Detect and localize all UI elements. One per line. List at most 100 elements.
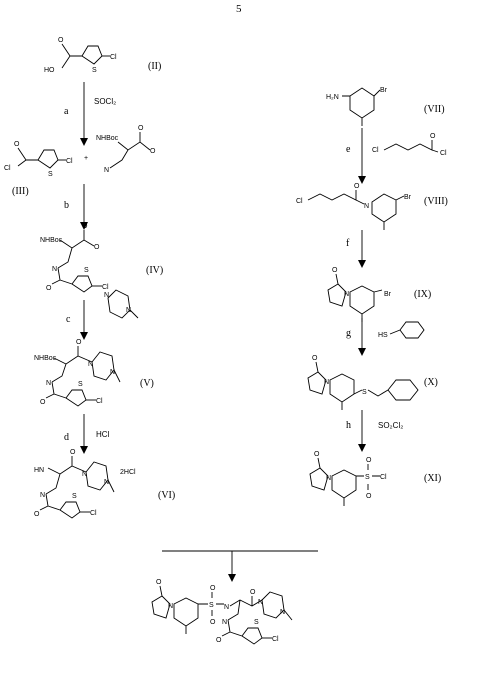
atom-o: O (14, 141, 20, 148)
atom-n: N (222, 619, 227, 626)
compound-label-x: (X) (424, 377, 438, 388)
atom-n: N (52, 266, 57, 273)
compound-11-structure: O N S O O Cl (309, 451, 387, 506)
atom-cl: Cl (380, 474, 387, 481)
atom-o: O (312, 355, 318, 362)
atom-n: N (104, 479, 109, 486)
compound-8-structure: Cl O N Br (296, 183, 412, 230)
atom-nhboc: NHBoc (96, 135, 119, 142)
atom-cl: Cl (90, 510, 97, 517)
atom-ho: HO (44, 67, 55, 74)
atom-o: O (70, 449, 76, 456)
atom-n: N (46, 380, 51, 387)
atom-n: N (168, 603, 173, 610)
final-product-structure: O N S O O N O N N N O S Cl (151, 579, 293, 645)
atom-n: N (88, 361, 93, 368)
chlorobutyryl-chloride-reagent: Cl O Cl (372, 133, 447, 157)
atom-hs: HS (378, 332, 388, 339)
atom-h2n: H₂N (326, 94, 339, 101)
atom-o: O (156, 579, 162, 586)
atom-n: N (224, 604, 229, 611)
atom-o: O (76, 339, 82, 346)
compound-6-structure: HN O N N N O S Cl 2HCl (34, 449, 136, 519)
atom-n: N (280, 609, 285, 616)
atom-n: N (324, 379, 329, 386)
compound-label-vi: (VI) (158, 490, 175, 501)
compound-label-viii: (VIII) (424, 196, 448, 207)
atom-s: S (209, 602, 214, 609)
compound-label-ix: (IX) (414, 289, 431, 300)
step-label-h: h (346, 420, 351, 431)
atom-cl: Cl (66, 158, 73, 165)
atom-n: N (110, 369, 115, 376)
atom-n: N (82, 471, 87, 478)
convergence-line (162, 550, 318, 582)
atom-o: O (430, 133, 436, 140)
compound-label-ii: (II) (148, 61, 161, 72)
salt-2hcl: 2HCl (120, 469, 136, 476)
atom-cl: Cl (110, 54, 117, 61)
atom-br: Br (404, 194, 412, 201)
reagent-a: SOCl₂ (94, 97, 116, 106)
atom-o: O (82, 223, 88, 230)
compound-3-structure: O Cl S Cl (4, 141, 73, 178)
step-label-g: g (346, 328, 351, 339)
atom-nhboc: NHBoc (34, 355, 57, 362)
atom-o: O (210, 585, 216, 592)
compound-10-structure: O N S (307, 355, 419, 410)
atom-cl: Cl (272, 636, 279, 643)
atom-nh: N (104, 292, 109, 299)
step-label-b: b (64, 200, 69, 211)
step-label-c: c (66, 314, 71, 325)
atom-s: S (362, 389, 367, 396)
atom-o: O (58, 37, 64, 44)
atom-s: S (365, 474, 370, 481)
atom-o: O (138, 125, 144, 132)
compound-label-xi: (XI) (424, 473, 441, 484)
atom-n: N (326, 475, 331, 482)
atom-n: N (126, 307, 131, 314)
atom-s: S (72, 493, 77, 500)
atom-o: O (94, 244, 100, 251)
atom-o: O (210, 619, 216, 626)
atom-hn: HN (34, 467, 44, 474)
arrow-step-b (80, 184, 88, 230)
arrow-step-e (358, 128, 366, 184)
compound-label-v: (V) (140, 378, 154, 389)
atom-o: O (46, 285, 52, 292)
atom-n: N (40, 492, 45, 499)
atom-s: S (78, 381, 83, 388)
plus-sign: + (84, 155, 88, 162)
atom-cl: Cl (4, 165, 11, 172)
atom-s: S (48, 171, 53, 178)
atom-o: O (40, 399, 46, 406)
atom-cl: Cl (372, 147, 379, 154)
benzyl-mercaptan-reagent: HS (378, 321, 425, 339)
atom-o: O (34, 511, 40, 518)
arrow-step-c (80, 300, 88, 340)
compound-label-vii: (VII) (424, 104, 445, 115)
atom-o: O (354, 183, 360, 190)
compound-5-structure: NHBoc O N N N O S Cl (34, 339, 121, 407)
atom-o: O (150, 148, 156, 155)
atom-n: N (104, 167, 109, 174)
arrow-step-a (80, 82, 88, 146)
page-number: 5 (236, 3, 242, 15)
atom-cl: Cl (102, 284, 109, 291)
atom-o: O (332, 267, 338, 274)
compound-4-structure: NHBoc O O N O S Cl (40, 223, 109, 293)
atom-cl: Cl (296, 198, 303, 205)
atom-nhboc: NHBoc (40, 237, 63, 244)
atom-n: N (364, 203, 369, 210)
atom-o: O (250, 589, 256, 596)
atom-o: O (366, 493, 372, 500)
compound-label-iii: (III) (12, 186, 29, 197)
arrow-step-h (358, 410, 366, 452)
reagent-d: HCl (96, 430, 110, 439)
atom-cl: Cl (440, 150, 447, 157)
atom-o: O (216, 637, 222, 644)
atom-n: N (258, 599, 263, 606)
step-label-f: f (346, 238, 350, 249)
atom-cl: Cl (96, 398, 103, 405)
